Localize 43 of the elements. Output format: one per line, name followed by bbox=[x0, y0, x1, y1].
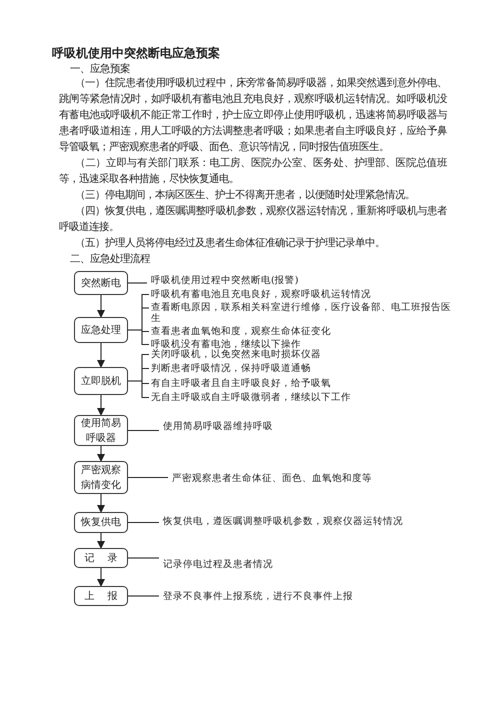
paragraph: （二）立即与有关部门联系：电工房、医院办公室、医务处、护理部、医院总值班等，迅速采取各种措施，尽快恢复通电。 bbox=[59, 156, 447, 187]
connector-line bbox=[128, 430, 160, 431]
process-box: 上 报 bbox=[74, 586, 128, 606]
paragraph: （四）恢复供电，遵医嘱调整呼吸机参数，观察仪器运转情况，重新将呼吸机与患者呼吸道连接。 bbox=[59, 204, 447, 235]
arrow bbox=[97, 568, 105, 587]
document-title: 呼吸机使用中突然断电应急预案 bbox=[52, 45, 221, 61]
step-text: 呼吸机没有蓄电池，继续以下操作 bbox=[151, 339, 301, 350]
process-box: 恢复供电 bbox=[74, 512, 128, 533]
paragraph: （五）护理人员将停电经过及患者生命体征准确记录于护理记录单中。 bbox=[74, 236, 386, 251]
step-text: 严密观察患者生命体征、面色、血氧饱和度等 bbox=[172, 473, 372, 484]
arrow bbox=[97, 294, 105, 318]
process-box: 突然断电 bbox=[74, 271, 128, 295]
arrow bbox=[97, 342, 105, 368]
step-text: 判断患者呼吸情况，保持呼吸道通畅 bbox=[151, 363, 311, 374]
step-text: 查看患者血氧饱和度，观察生命体征变化 bbox=[151, 326, 331, 337]
process-box: 记 录 bbox=[74, 548, 128, 568]
step-text: 查看断电原因，联系相关科室进行维修，医疗设备部、电工班报告医生 bbox=[151, 302, 451, 324]
paragraph: （一）住院患者使用呼吸机过程中，床旁常备简易呼吸器，如果突然遇到意外停电、跳闸等紧急情况时，如呼吸机有蓄电池且充电良好，观察呼吸机运转情况。如呼吸机没有蓄电池或呼吸机不能正常工作时，护士应立即停止使用呼吸机，迅速将简易呼吸器与患者呼吸道相连，用人工呼吸的方法调整患者呼吸；如果患者自主呼吸良好，应给予鼻导管吸氧；严密观察患者的呼吸、面色、意识等情况，同时报告值班医生。 bbox=[59, 76, 447, 155]
step-text: 有自主呼吸者且自主呼吸良好，给予吸氧 bbox=[151, 378, 331, 389]
connector-line bbox=[128, 330, 150, 345]
step-text: 恢复供电，遵医嘱调整呼吸机参数，观察仪器运转情况 bbox=[163, 516, 403, 527]
arrow bbox=[97, 446, 105, 462]
connector-line bbox=[128, 477, 168, 478]
connector-line bbox=[128, 282, 148, 284]
process-box: 立即脱机 bbox=[74, 367, 128, 395]
step-text: 使用简易呼吸器维持呼吸 bbox=[163, 421, 273, 432]
process-box: 应急处理 bbox=[74, 317, 128, 343]
step-text: 呼吸机有蓄电池且充电良好，观察呼吸机运转情况 bbox=[151, 289, 371, 300]
step-text: 无自主呼吸或自主呼吸微弱者，继续以下工作 bbox=[151, 392, 351, 403]
step-text: 关闭呼吸机，以免突然来电时损坏仪器 bbox=[151, 349, 321, 360]
process-box: 使用简易呼吸器 bbox=[74, 415, 128, 446]
step-text: 呼吸机使用过程中突然断电(报警) bbox=[151, 275, 298, 286]
arrow bbox=[97, 532, 105, 549]
arrow bbox=[97, 394, 105, 416]
arrow bbox=[97, 494, 105, 513]
connector-line bbox=[128, 380, 150, 398]
paragraph: （三）停电期间，本病区医生、护士不得离开患者，以便随时处理紧急情况。 bbox=[74, 188, 416, 203]
section-heading: 一、应急预案 bbox=[70, 62, 131, 77]
step-text: 登录不良事件上报系统，进行不良事件上报 bbox=[163, 591, 353, 602]
connector-line bbox=[128, 522, 160, 523]
step-text: 记录停电过程及患者情况 bbox=[163, 559, 273, 570]
section-heading: 二、应急处理流程 bbox=[70, 252, 152, 267]
process-box: 严密观察病情变化 bbox=[74, 461, 128, 494]
